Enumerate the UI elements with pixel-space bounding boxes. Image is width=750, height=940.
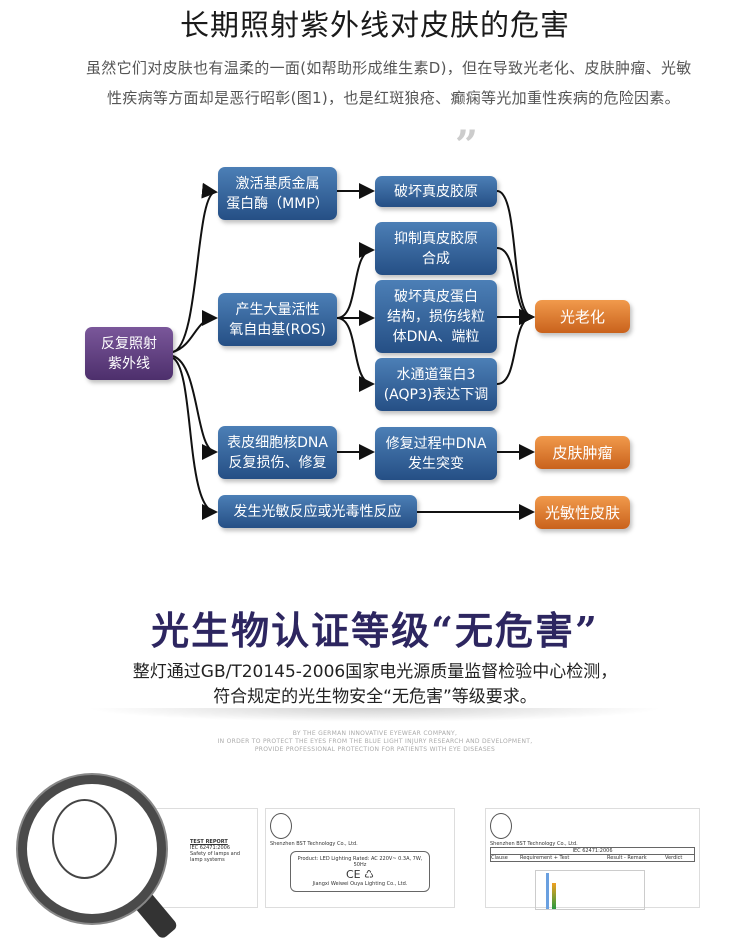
certification-line-2: 符合规定的光生物安全“无危害”等级要求。: [213, 687, 537, 707]
seal-icon: [490, 813, 512, 839]
diagram-arrows: [172, 182, 535, 520]
arrow: [496, 190, 535, 325]
node-dna-damage: 表皮细胞核DNA 反复损伤、修复: [218, 426, 337, 479]
node-photosensitive-skin: 光敏性皮肤: [535, 496, 630, 529]
quote-mark-icon: ”: [455, 122, 479, 169]
node-photosensitive-reaction: 发生光敏反应或光毒性反应: [218, 495, 417, 528]
cert-standard: IEC 62471:2006: [490, 847, 695, 855]
arrow: [172, 310, 218, 353]
node-collagen-destroy: 破坏真皮胶原: [375, 176, 497, 207]
divider-shadow: [85, 708, 665, 722]
cert-col: Verdict: [665, 855, 683, 861]
cert-standard: IEC 62471:2006: [190, 845, 231, 851]
cert-maker: Jiangxi Weiwei Ouya Lighting Co., Ltd.: [312, 881, 408, 887]
arrow: [172, 357, 218, 520]
node-collagen-inhibit: 抑制真皮胶原 合成: [375, 222, 497, 275]
ce-mark-icon: CE ♺: [346, 868, 374, 881]
certificate-label: Shenzhen BST Technology Co., Ltd. Produc…: [265, 808, 455, 908]
node-photoaging: 光老化: [535, 300, 630, 333]
cert-detail: Product: LED Lighting Rated: AC 220V~ 0.…: [297, 856, 423, 868]
arrow: [336, 242, 375, 319]
intro-line-2: 性疾病等方面却是恶行昭彰(图1)，也是红斑狼疮、癫痫等光加重性疾病的危险因素。: [107, 89, 680, 107]
cert-company: Shenzhen BST Technology Co., Ltd.: [490, 841, 578, 847]
intro-line-1: 虽然它们对皮肤也有温柔的一面(如帮助形成维生素D)，但在导致光老化、皮肤肿瘤、光…: [86, 59, 692, 77]
tagline-1: BY THE GERMAN INNOVATIVE EYEWEAR COMPANY…: [292, 730, 458, 737]
certificate-chart: Shenzhen BST Technology Co., Ltd. IEC 62…: [485, 808, 700, 910]
node-aqp3: 水通道蛋白3 (AQP3)表达下调: [375, 358, 497, 411]
spectrum-chart: [535, 870, 645, 910]
cert-col: Requirement + Test: [520, 855, 570, 861]
arrow: [172, 355, 218, 460]
seal-icon: [52, 799, 117, 879]
cert-title: TEST REPORT: [190, 839, 228, 845]
certification-title: 光生物认证等级“无危害”: [151, 608, 599, 653]
node-protein-destroy: 破坏真皮蛋白 结构，损伤线粒 体DNA、端粒: [375, 280, 497, 353]
cert-col: Clause: [491, 855, 508, 861]
tagline-2: IN ORDER TO PROTECT THE EYES FROM THE BL…: [217, 738, 533, 745]
tagline-3: PROVIDE PROFESSIONAL PROTECTION FOR PATI…: [254, 746, 496, 753]
magnifier-icon: [18, 775, 166, 923]
node-ros: 产生大量活性 氧自由基(ROS): [218, 293, 337, 346]
cert-detail: Safety of lamps and lamp systems: [190, 851, 241, 863]
arrow: [336, 317, 375, 392]
node-mmp: 激活基质金属 蛋白酶（MMP）: [218, 167, 337, 220]
node-mutation: 修复过程中DNA 发生突变: [375, 427, 497, 480]
node-uv-exposure: 反复照射 紫外线: [85, 327, 173, 380]
arrow: [496, 309, 535, 385]
node-skin-tumor: 皮肤肿瘤: [535, 436, 630, 469]
certification-line-1: 整灯通过GB/T20145-2006国家电光源质量监督检验中心检测，: [132, 662, 618, 682]
arrow: [172, 182, 218, 353]
page-title: 长期照射紫外线对皮肤的危害: [179, 8, 570, 42]
cert-col: Result - Remark: [607, 855, 647, 861]
seal-icon: [270, 813, 292, 839]
cert-company: Shenzhen BST Technology Co., Ltd.: [270, 841, 358, 847]
